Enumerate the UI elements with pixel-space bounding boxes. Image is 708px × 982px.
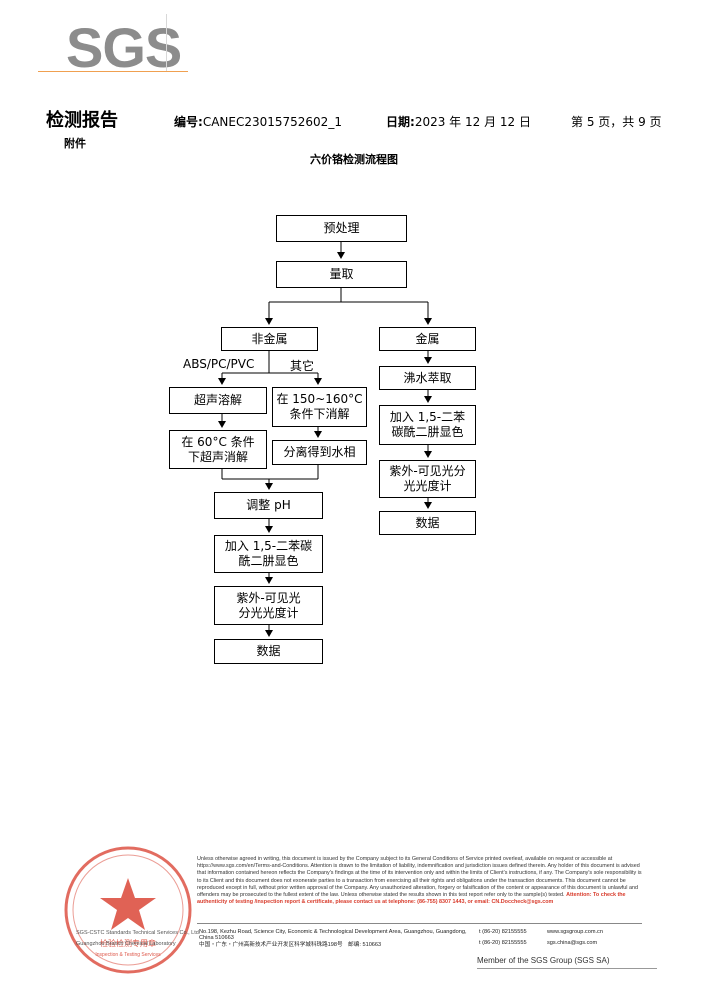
flow-box-metal-add-dpc: 加入 1,5-二苯 碳酰二肼显色 bbox=[379, 405, 476, 445]
report-date: 日期:2023 年 12 月 12 日 bbox=[386, 113, 531, 130]
logo-rule-vertical bbox=[166, 14, 167, 71]
footer-divider bbox=[197, 923, 642, 924]
flow-box-ultrasonic-dissolve: 超声溶解 bbox=[169, 387, 267, 414]
flow-text: 加入 1,5-二苯碳 bbox=[224, 539, 313, 553]
flow-text: 光光度计 bbox=[403, 479, 452, 493]
flow-text: 金属 bbox=[415, 331, 440, 346]
flow-box-metal: 金属 bbox=[379, 327, 476, 351]
report-title: 检测报告 bbox=[46, 110, 118, 131]
flow-text: 下超声消解 bbox=[187, 449, 248, 464]
official-stamp: 检验检测专用章 Inspection & Testing Services bbox=[64, 846, 192, 974]
appendix-label: 附件 bbox=[64, 137, 86, 150]
flow-text: 紫外-可见光 bbox=[236, 590, 301, 605]
report-date-value: 2023 年 12 月 12 日 bbox=[414, 115, 531, 129]
flow-text: 数据 bbox=[256, 644, 281, 658]
report-date-label: 日期: bbox=[386, 115, 415, 129]
star-icon bbox=[100, 878, 156, 930]
flow-box-metal-uv-vis: 紫外-可见光分 光光度计 bbox=[379, 460, 476, 498]
flow-box-uv-vis: 紫外-可见光 分光光度计 bbox=[214, 586, 323, 625]
flow-box-separate-aqueous: 分离得到水相 bbox=[272, 440, 367, 465]
address-english: No.198, Kezhu Road, Science City, Econom… bbox=[199, 929, 467, 941]
report-number-label: 编号: bbox=[174, 115, 203, 129]
logo-rule bbox=[38, 71, 188, 72]
flow-text: 预处理 bbox=[323, 221, 360, 235]
flow-text: 在 60°C 条件 bbox=[181, 434, 255, 449]
authenticity-notice: Attention: To check the authenticity of … bbox=[197, 892, 626, 906]
flow-text: 碳酰二肼显色 bbox=[391, 425, 464, 439]
flow-box-adjust-ph: 调整 pH bbox=[214, 492, 323, 519]
legal-disclaimer: Unless otherwise agreed in writing, this… bbox=[197, 856, 642, 906]
email-link[interactable]: sgs.china@sgs.com bbox=[547, 940, 598, 946]
flow-box-nonmetal: 非金属 bbox=[221, 327, 318, 351]
flow-text: 调整 pH bbox=[246, 498, 291, 512]
flow-box-data: 数据 bbox=[214, 639, 323, 664]
telephone-2: t (86-20) 82155555 bbox=[479, 940, 527, 946]
stamp-text: 检验检测专用章 bbox=[100, 938, 156, 948]
flowchart-title: 六价铬检测流程图 bbox=[310, 153, 398, 166]
flow-text: 量取 bbox=[329, 267, 354, 281]
branch-label-abs-pc-pvc: ABS/PC/PVC bbox=[183, 357, 255, 371]
flow-text: 加入 1,5-二苯 bbox=[389, 410, 466, 424]
report-number-value: CANEC23015752602_1 bbox=[202, 115, 342, 129]
flow-box-boiling-extraction: 沸水萃取 bbox=[379, 366, 476, 390]
flow-text: 酰二肼显色 bbox=[238, 554, 299, 568]
stamp-english: Inspection & Testing Services bbox=[95, 952, 161, 958]
flow-box-ultrasonic-60c: 在 60°C 条件 下超声消解 bbox=[169, 430, 267, 469]
flow-text: 沸水萃取 bbox=[403, 370, 452, 385]
website-link[interactable]: www.sgsgroup.com.cn bbox=[547, 929, 603, 935]
sgs-group-member: Member of the SGS Group (SGS SA) bbox=[477, 956, 610, 965]
sgs-logo: SGS bbox=[66, 16, 182, 79]
branch-label-other: 其它 bbox=[290, 359, 315, 373]
report-number: 编号:CANEC23015752602_1 bbox=[174, 113, 342, 130]
telephone-1: t (86-20) 82155555 bbox=[479, 929, 527, 935]
flow-box-pretreatment: 预处理 bbox=[276, 215, 407, 242]
flow-text: 在 150~160°C bbox=[276, 392, 363, 406]
page-indicator: 第 5 页，共 9 页 bbox=[571, 115, 662, 129]
flow-text: 分光光度计 bbox=[238, 605, 299, 620]
flow-text: 条件下消解 bbox=[289, 407, 350, 421]
flow-box-measure: 量取 bbox=[276, 261, 407, 288]
company-branch: Guangzhou Branch Chemical Laboratory bbox=[76, 941, 176, 947]
flow-box-add-dpc: 加入 1,5-二苯碳 酰二肼显色 bbox=[214, 535, 323, 573]
flow-text: 紫外-可见光分 bbox=[389, 464, 466, 478]
flow-text: 分离得到水相 bbox=[283, 445, 356, 459]
disclaimer-text: Unless otherwise agreed in writing, this… bbox=[197, 856, 642, 899]
company-name-en: SGS-CSTC Standards Technical Services Co… bbox=[76, 930, 201, 936]
flow-box-digest: 在 150~160°C 条件下消解 bbox=[272, 387, 367, 427]
flow-text: 非金属 bbox=[251, 331, 288, 346]
address-chinese: 中国・广东・广州高新技术产业开发区科学城科珠路198号 邮编: 510663 bbox=[199, 942, 382, 948]
flow-text: 超声溶解 bbox=[193, 393, 242, 407]
flow-box-metal-data: 数据 bbox=[379, 511, 476, 535]
member-divider bbox=[477, 968, 657, 969]
flow-text: 数据 bbox=[415, 515, 440, 530]
